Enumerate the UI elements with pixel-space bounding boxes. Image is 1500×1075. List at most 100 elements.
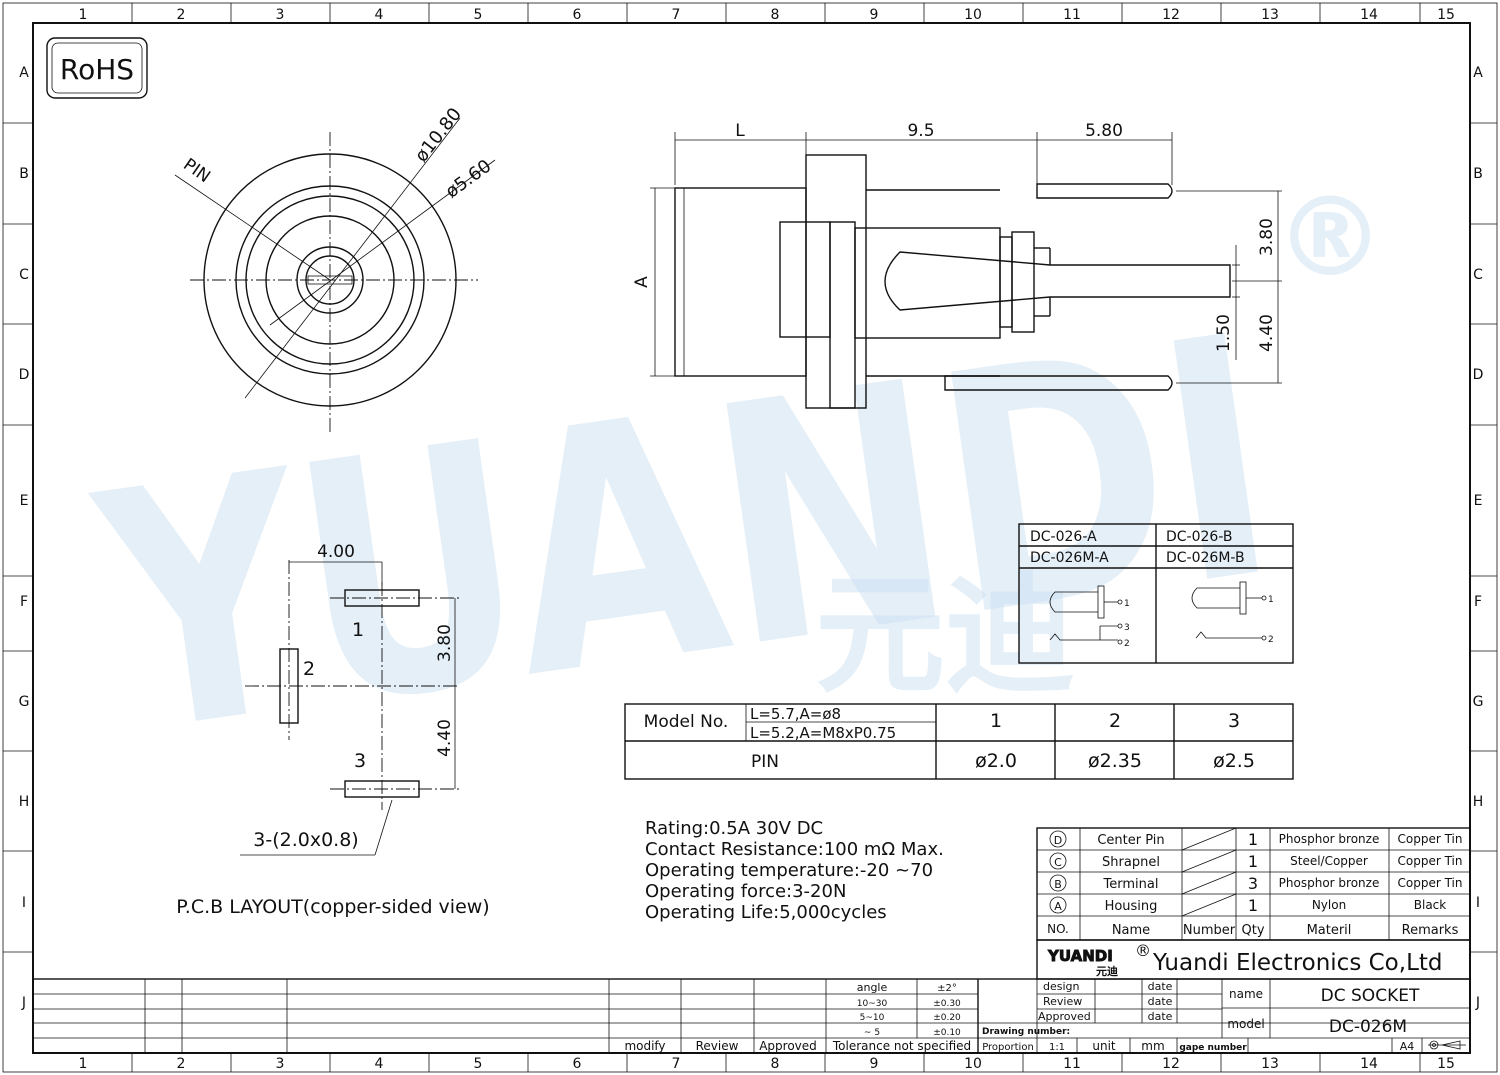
bom-row: A Housing 1 Nylon Black xyxy=(1049,896,1446,915)
svg-text:Remarks: Remarks xyxy=(1402,923,1459,938)
column-marker: 8 xyxy=(771,1056,780,1072)
svg-text:3-(2.0x0.8): 3-(2.0x0.8) xyxy=(253,829,358,851)
svg-text:Rating:0.5A 30V DC: Rating:0.5A 30V DC xyxy=(645,818,823,839)
svg-text:modify: modify xyxy=(624,1039,665,1053)
bom-row: C Shrapnel 1 Steel/Copper Copper Tin xyxy=(1049,852,1463,871)
column-marker: 7 xyxy=(672,7,681,23)
svg-text:design: design xyxy=(1043,980,1080,993)
svg-text:ø2.0: ø2.0 xyxy=(975,750,1017,772)
svg-text:mm: mm xyxy=(1141,1039,1164,1053)
svg-text:Copper Tin: Copper Tin xyxy=(1398,876,1463,890)
row-marker: H xyxy=(19,794,30,810)
svg-text:2: 2 xyxy=(1268,635,1274,645)
column-marker: 14 xyxy=(1360,1056,1378,1072)
svg-text:Name: Name xyxy=(1112,923,1150,938)
svg-text:9.5: 9.5 xyxy=(907,121,934,141)
svg-text:Shrapnel: Shrapnel xyxy=(1102,855,1160,870)
svg-text:Operating Life:5,000cycles: Operating Life:5,000cycles xyxy=(645,902,887,923)
svg-text:±2°: ±2° xyxy=(937,983,957,994)
svg-text:unit: unit xyxy=(1092,1039,1116,1053)
svg-text:DC SOCKET: DC SOCKET xyxy=(1321,986,1420,1006)
svg-text:3.80: 3.80 xyxy=(435,624,455,662)
svg-text:date: date xyxy=(1148,995,1173,1008)
column-marker: 12 xyxy=(1162,1056,1180,1072)
svg-text:Qty: Qty xyxy=(1241,923,1264,938)
svg-text:C: C xyxy=(1054,856,1062,869)
svg-text:2: 2 xyxy=(1109,710,1121,732)
svg-text:Contact Resistance:100 mΩ M: Contact Resistance:100 mΩ Max. xyxy=(645,839,944,860)
svg-text:Copper Tin: Copper Tin xyxy=(1398,854,1463,868)
column-marker: 4 xyxy=(375,1056,384,1072)
variant-table: DC-026-A DC-026-B DC-026M-A DC-026M-B 1 … xyxy=(1018,523,1294,664)
column-marker: 12 xyxy=(1162,7,1180,23)
svg-text:4.40: 4.40 xyxy=(435,719,455,757)
column-marker: 11 xyxy=(1063,7,1081,23)
svg-text:L: L xyxy=(735,121,745,141)
svg-text:D: D xyxy=(1054,834,1062,847)
svg-text:1: 1 xyxy=(352,619,364,641)
row-marker: C xyxy=(19,267,29,283)
svg-text:1: 1 xyxy=(1268,595,1274,605)
company-row: YUANDI 元迪 ® Yuandi Electronics Co,Ltd xyxy=(1036,939,1471,980)
bom-table: D Center Pin 1 Phosphor bronze Copper Ti… xyxy=(1036,827,1471,941)
svg-text:Yuandi Electronics Co,Ltd: Yuandi Electronics Co,Ltd xyxy=(1152,950,1443,976)
svg-text:date: date xyxy=(1148,980,1173,993)
svg-text:1: 1 xyxy=(1248,830,1258,849)
svg-text:ø5.60: ø5.60 xyxy=(442,156,496,203)
svg-text:5~10: 5~10 xyxy=(860,1013,885,1023)
title-block: modify Review Approved angle ±2° 10~30 ±… xyxy=(32,978,1471,1054)
svg-text:Phosphor bronze: Phosphor bronze xyxy=(1279,832,1380,846)
spec-notes: Rating:0.5A 30V DC Contact Resistance:10… xyxy=(645,818,944,923)
column-marker: 10 xyxy=(964,7,982,23)
svg-text:1: 1 xyxy=(990,710,1002,732)
row-marker: E xyxy=(1474,493,1483,509)
svg-text:RoHS: RoHS xyxy=(60,53,134,86)
row-marker: D xyxy=(1473,367,1484,383)
svg-text:®: ® xyxy=(1135,941,1151,960)
svg-text:10~30: 10~30 xyxy=(857,999,888,1009)
svg-text:PIN: PIN xyxy=(751,752,779,772)
svg-text:2: 2 xyxy=(303,658,315,680)
svg-text:ø2.5: ø2.5 xyxy=(1213,750,1255,772)
svg-text:4.00: 4.00 xyxy=(317,542,355,562)
bom-row: B Terminal 3 Phosphor bronze Copper Tin xyxy=(1049,874,1463,893)
svg-text:NO.: NO. xyxy=(1047,922,1069,936)
svg-text:Number: Number xyxy=(1183,923,1236,938)
column-marker: 6 xyxy=(573,1056,582,1072)
watermark: YUANDI ® 元迪 xyxy=(77,173,1385,809)
svg-text:±0.20: ±0.20 xyxy=(933,1013,961,1023)
column-marker: 15 xyxy=(1437,7,1455,23)
row-marker: J xyxy=(1475,995,1480,1011)
svg-text:±0.10: ±0.10 xyxy=(933,1028,961,1038)
row-marker: I xyxy=(1476,895,1480,911)
svg-text:date: date xyxy=(1148,1010,1173,1023)
svg-text:A: A xyxy=(1054,900,1062,913)
column-marker: 13 xyxy=(1261,1056,1279,1072)
svg-text:model: model xyxy=(1227,1017,1264,1031)
svg-text:元迪: 元迪 xyxy=(815,559,1075,711)
svg-text:1.50: 1.50 xyxy=(1214,314,1234,352)
svg-text:Approved: Approved xyxy=(759,1039,817,1053)
row-marker: G xyxy=(1473,694,1484,710)
svg-text:DC-026-B: DC-026-B xyxy=(1166,529,1233,545)
svg-text:®: ® xyxy=(1275,173,1385,301)
row-marker: B xyxy=(1473,166,1483,182)
svg-text:1:1: 1:1 xyxy=(1049,1042,1065,1053)
svg-text:Nylon: Nylon xyxy=(1312,898,1346,912)
column-marker: 14 xyxy=(1360,7,1378,23)
column-marker: 15 xyxy=(1437,1056,1455,1072)
row-marker: A xyxy=(19,65,29,81)
svg-text:PIN: PIN xyxy=(179,155,213,187)
row-marker: J xyxy=(21,995,26,1011)
svg-text:Drawing number:: Drawing number: xyxy=(982,1027,1070,1037)
svg-text:Model No.: Model No. xyxy=(644,712,729,732)
svg-text:2: 2 xyxy=(1124,639,1130,649)
svg-text:1: 1 xyxy=(1248,896,1258,915)
svg-text:Phosphor bronze: Phosphor bronze xyxy=(1279,876,1380,890)
svg-text:Tolerance not specified: Tolerance not specified xyxy=(832,1039,971,1053)
row-marker: E xyxy=(20,493,29,509)
svg-text:Review: Review xyxy=(696,1039,739,1053)
